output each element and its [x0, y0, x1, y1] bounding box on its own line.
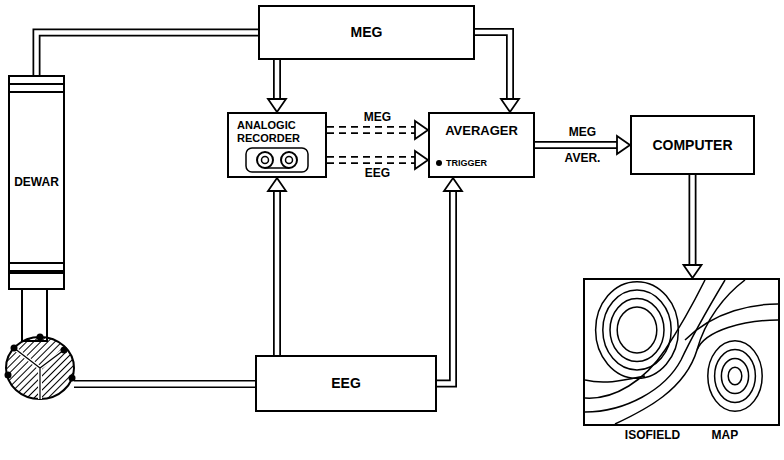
arrow-outline: [535, 141, 619, 149]
signal-arrow: [268, 178, 286, 355]
arrow-head: [268, 178, 286, 191]
box-label: MEG: [351, 24, 383, 40]
trigger-label: TRIGGER: [446, 158, 487, 168]
box-label: EEG: [331, 375, 361, 391]
signal-arrow: [437, 178, 462, 384]
arrow-core: [535, 143, 619, 148]
dewar-tail: [22, 289, 47, 341]
arrow-outline: [37, 33, 259, 76]
arrow-head: [415, 121, 428, 139]
arrow-core: [327, 158, 417, 163]
arrow-core: [690, 175, 695, 267]
dewar-band: [10, 83, 63, 93]
map-caption: ISOFIELD MAP: [585, 429, 778, 443]
head-figure: [5, 334, 76, 400]
isofield-contours: [585, 280, 778, 424]
arrow-head: [268, 99, 286, 112]
box-label: AVERAGER: [445, 124, 518, 139]
signal-arrow: [684, 175, 702, 278]
computer-box: COMPUTER: [630, 115, 755, 175]
arrow-head: [415, 151, 428, 169]
averager-box: AVERAGER TRIGGER: [428, 112, 535, 178]
arrow-outline: [689, 175, 697, 267]
trigger-row: TRIGGER: [436, 158, 487, 168]
arrow-head: [684, 265, 702, 278]
signal-label: EEG: [365, 166, 390, 180]
arrow-outline: [327, 126, 417, 134]
arrow-core: [327, 128, 417, 133]
arrow-core: [37, 33, 259, 76]
meg-box: MEG: [258, 5, 475, 60]
dewar-box: DEWAR: [8, 75, 65, 290]
map-box: ISOFIELD MAP: [583, 278, 780, 426]
arrow-head: [617, 136, 630, 154]
arrow-outline: [273, 60, 281, 101]
arrow-core: [275, 189, 280, 355]
signal-arrow: [268, 60, 286, 112]
arrow-outline: [273, 189, 281, 355]
arrow-core: [275, 60, 280, 101]
signal-arrow: [475, 32, 519, 112]
signal-arrow: [37, 33, 259, 76]
electrode-cable: [74, 384, 256, 385]
box-label: ANALOGIC RECORDER: [237, 119, 300, 144]
signal-label: MEG: [364, 110, 391, 124]
tape-icon: [245, 147, 309, 173]
eeg-box: EEG: [255, 355, 437, 412]
box-label: DEWAR: [14, 176, 59, 190]
dewar-band: [10, 262, 63, 274]
arrow-core: [437, 189, 453, 384]
arrow-head: [501, 99, 519, 112]
recorder-box: ANALOGIC RECORDER: [227, 112, 327, 178]
arrow-head: [444, 178, 462, 191]
trigger-dot: [436, 160, 442, 166]
arrow-outline: [437, 189, 453, 384]
arrow-outline: [327, 156, 417, 164]
signal-label: MEG AVER.: [565, 119, 601, 171]
box-label: COMPUTER: [652, 137, 732, 153]
arrow-core: [475, 32, 510, 101]
arrow-outline: [475, 32, 510, 101]
